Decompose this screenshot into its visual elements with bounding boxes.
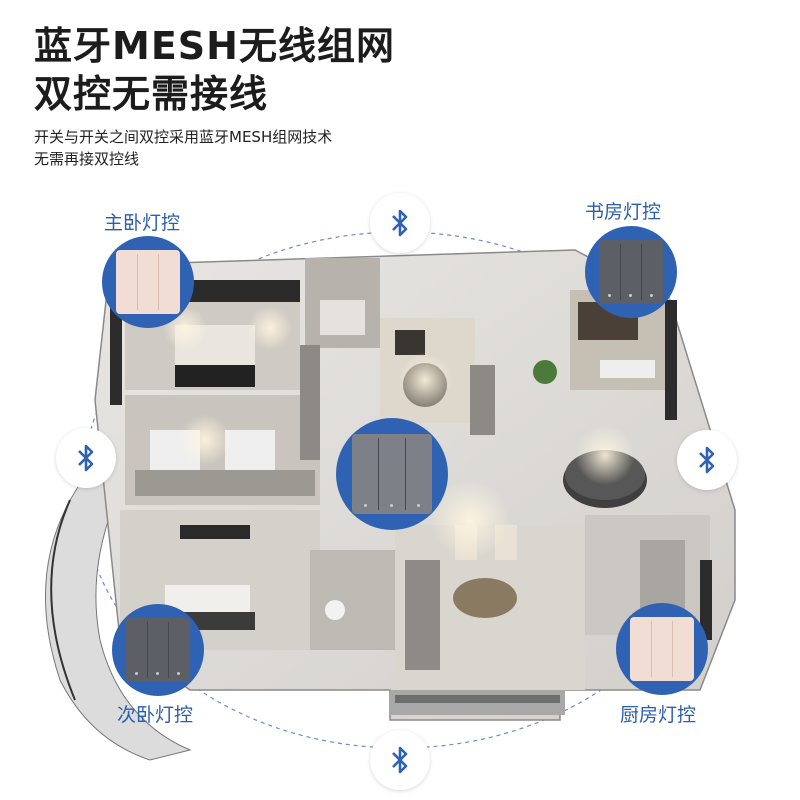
label-study: 书房灯控 xyxy=(585,201,662,223)
switch-study[interactable] xyxy=(585,226,677,318)
switch-master-bedroom[interactable] xyxy=(102,236,194,328)
subtitle: 开关与开关之间双控采用蓝牙MESH组网技术 无需再接双控线 xyxy=(34,126,332,170)
subtitle-line-1: 开关与开关之间双控采用蓝牙MESH组网技术 xyxy=(34,128,333,146)
bluetooth-icon xyxy=(699,446,715,474)
bluetooth-badge-bottom xyxy=(370,730,430,790)
bluetooth-badge-left xyxy=(56,428,116,488)
switch-second-bedroom[interactable] xyxy=(112,604,204,696)
label-kitchen: 厨房灯控 xyxy=(620,704,697,726)
switch-plate xyxy=(126,618,190,682)
bluetooth-icon xyxy=(392,209,408,237)
switch-kitchen[interactable] xyxy=(616,603,708,695)
page-title-secondary: 双控无需接线 xyxy=(34,72,269,116)
switch-plate xyxy=(352,434,432,514)
label-second-bedroom: 次卧灯控 xyxy=(117,704,194,726)
label-master-bedroom: 主卧灯控 xyxy=(104,212,181,234)
bluetooth-icon xyxy=(392,746,408,774)
switch-plate xyxy=(599,240,663,304)
bluetooth-badge-top xyxy=(370,193,430,253)
switch-living-room[interactable] xyxy=(336,418,448,530)
title-block: 蓝牙MESH无线组网 双控无需接线 xyxy=(34,22,395,118)
subtitle-line-2: 无需再接双控线 xyxy=(34,150,140,168)
switch-plate xyxy=(116,250,180,314)
switch-plate xyxy=(630,617,694,681)
bluetooth-icon xyxy=(78,444,94,472)
bluetooth-badge-right xyxy=(677,430,737,490)
page-title: 蓝牙MESH无线组网 xyxy=(34,24,395,68)
